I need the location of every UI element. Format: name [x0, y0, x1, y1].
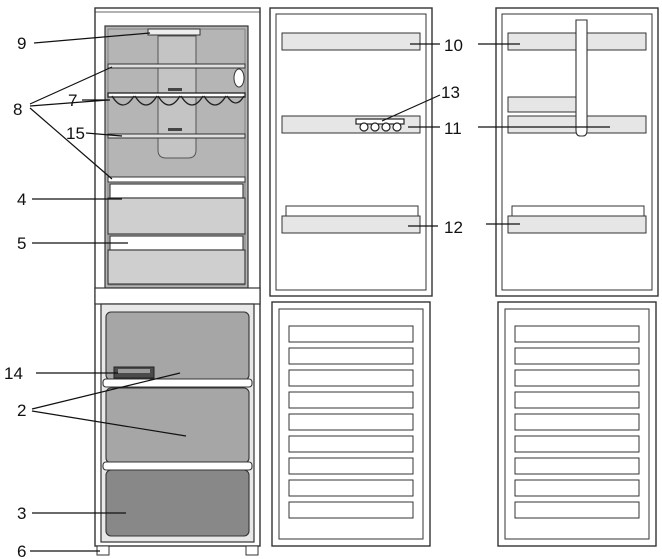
callout-2: 2: [17, 401, 26, 420]
interior-light: [147, 28, 201, 36]
leader-lines: [29, 32, 610, 552]
callout-3: 3: [17, 504, 26, 523]
callout-11: 11: [444, 119, 462, 138]
freezer-door-middle: [271, 301, 431, 547]
callout-13: 13: [441, 83, 460, 102]
freezer-door-right: [497, 301, 657, 547]
crisper-drawers: [107, 183, 246, 285]
callout-8: 8: [13, 100, 22, 119]
callout-7: 7: [68, 91, 77, 110]
egg-tray: [355, 118, 405, 132]
fridge-shelves: [107, 63, 246, 183]
callout-15: 15: [66, 124, 85, 143]
freezer-drawers: [102, 311, 253, 537]
callout-6: 6: [17, 542, 26, 559]
bottle-holder-bar: [575, 19, 588, 137]
bottle-rack: [107, 92, 246, 106]
callout-14: 14: [4, 364, 23, 383]
fan-vent: [233, 68, 245, 88]
callout-12: 12: [444, 218, 463, 237]
callout-10: 10: [444, 36, 463, 55]
callout-4: 4: [17, 190, 26, 209]
callout-9: 9: [17, 34, 26, 53]
callout-5: 5: [17, 234, 26, 253]
fridge-door-middle: [269, 7, 433, 297]
